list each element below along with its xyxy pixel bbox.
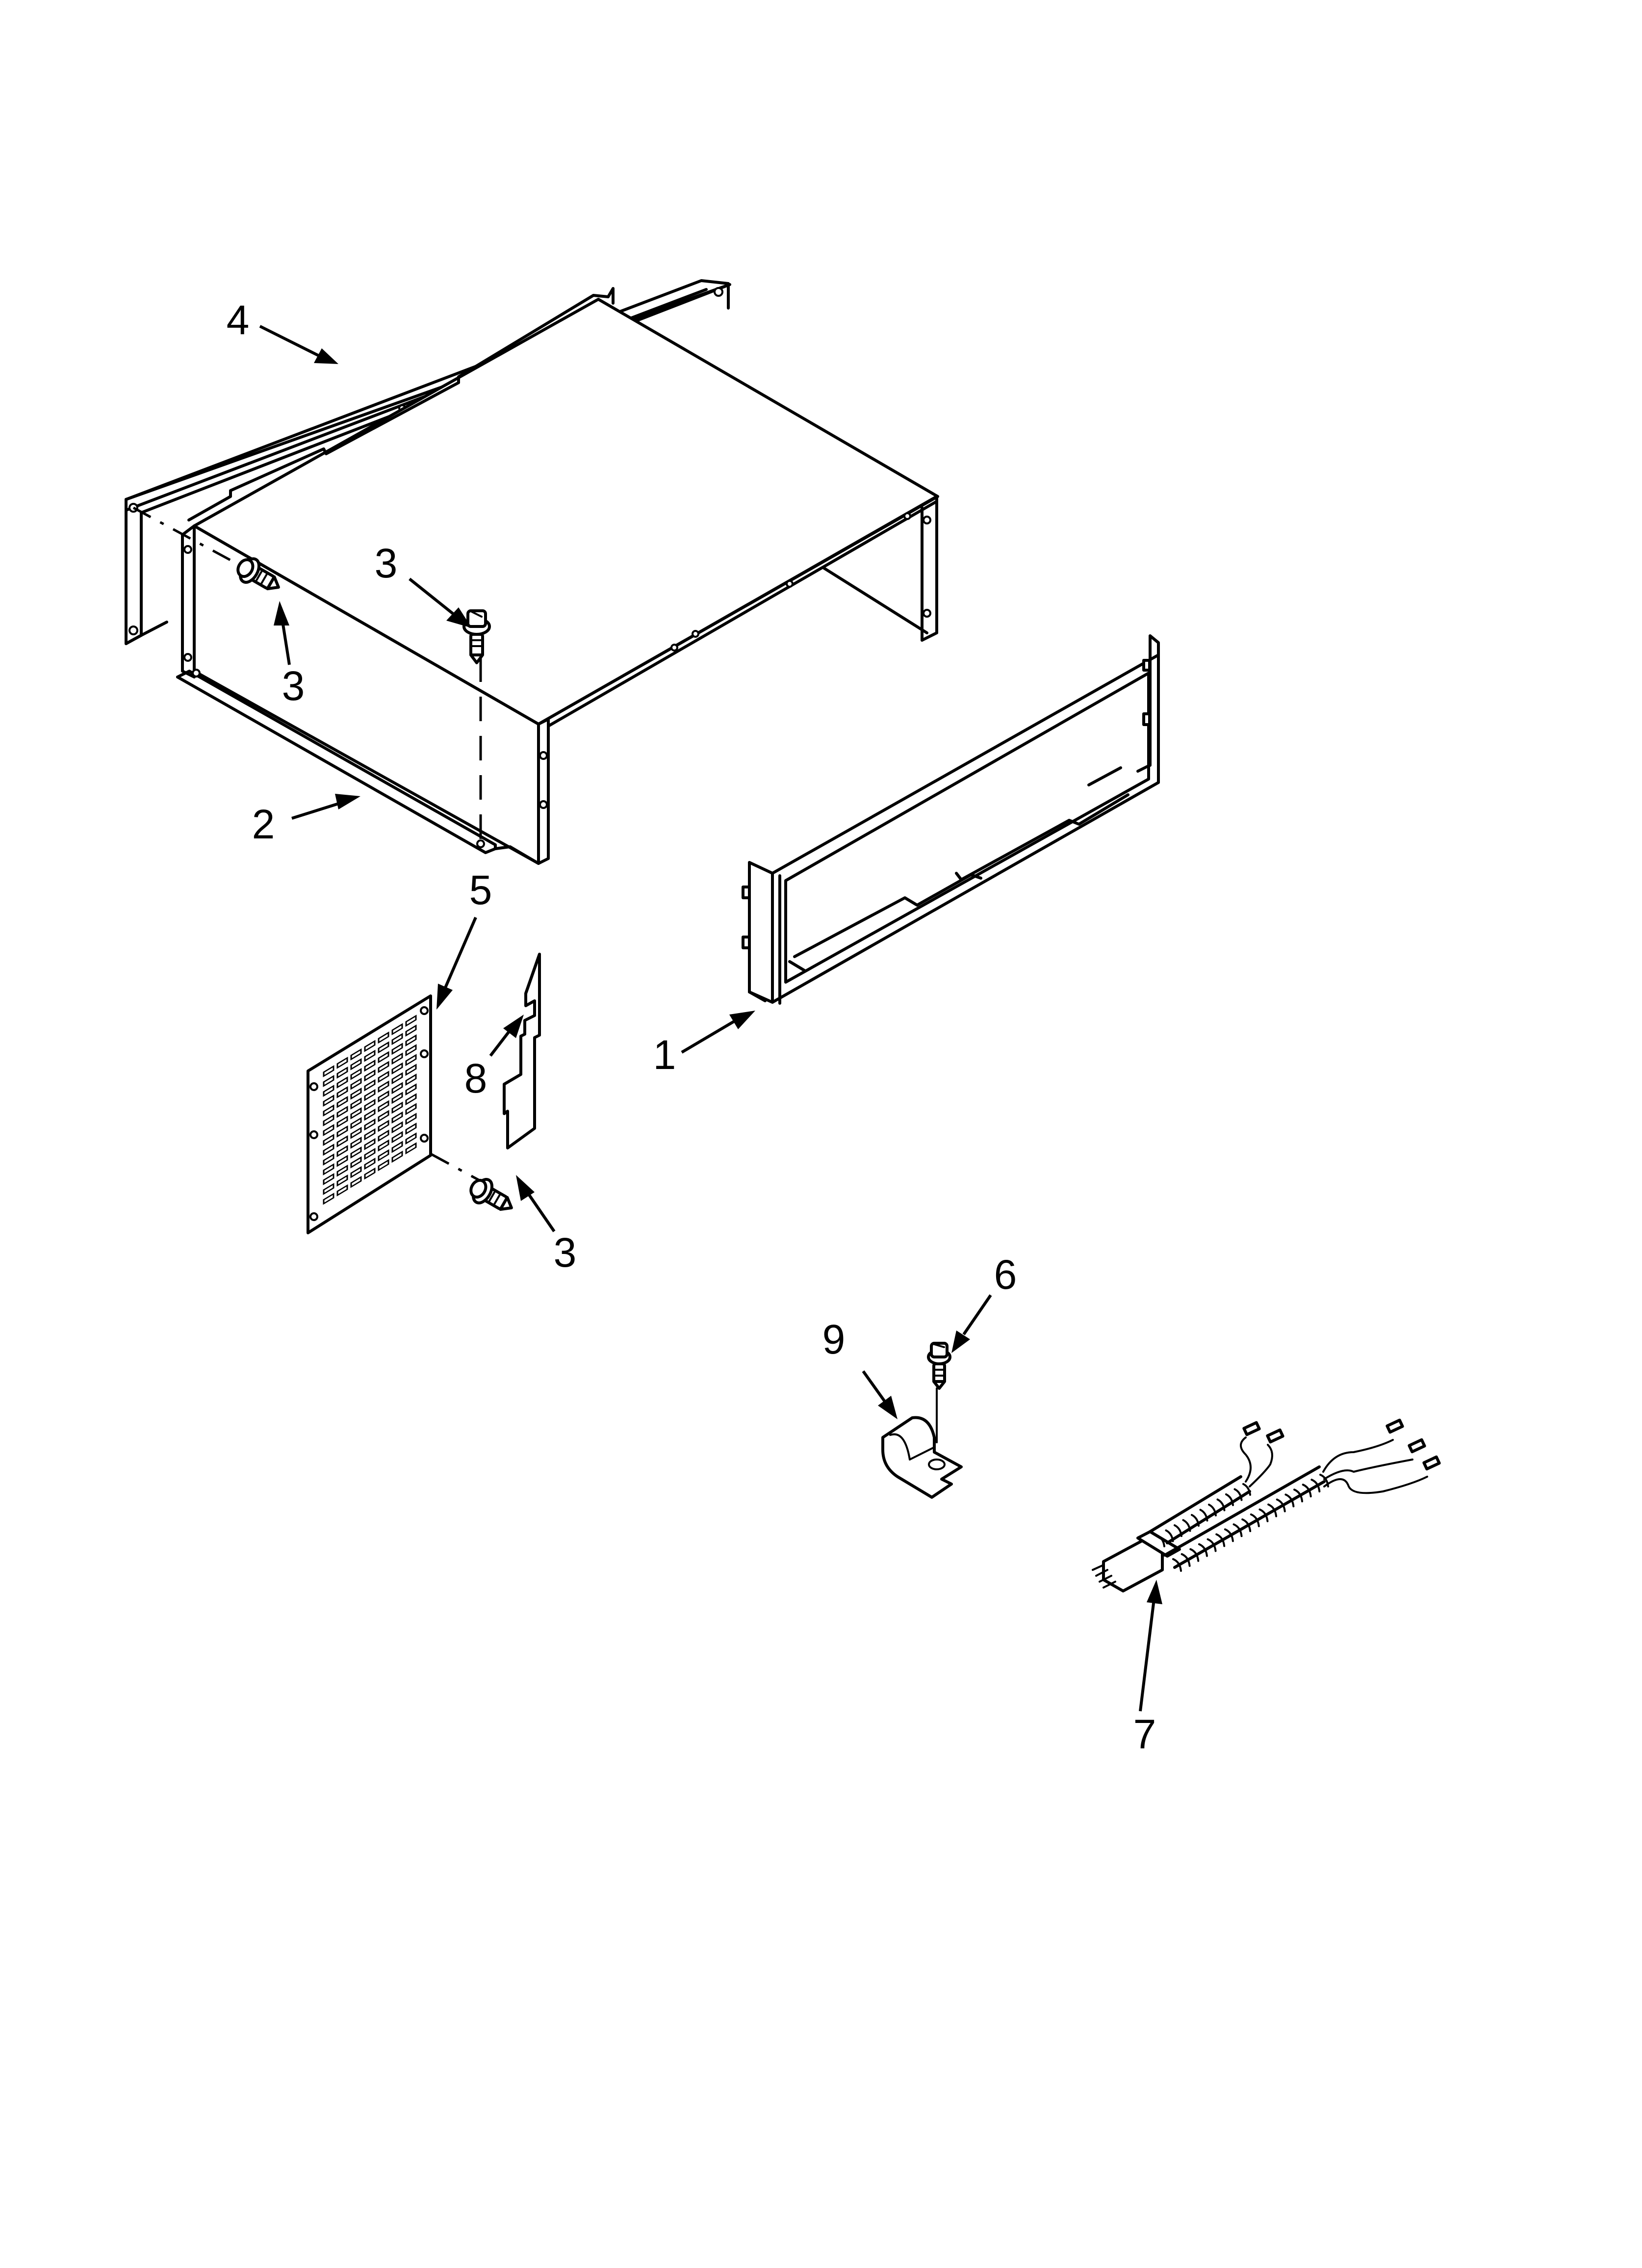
callout-4: 4 <box>226 297 250 343</box>
sleeve-ribs <box>1156 1474 1329 1572</box>
screw-icon-3a <box>236 557 280 591</box>
part-5-grille-panel <box>307 994 432 1234</box>
callout-7: 7 <box>1133 1711 1156 1757</box>
assembly-lines <box>132 506 938 1443</box>
screw-icon-3c <box>469 1178 513 1211</box>
callout-5: 5 <box>469 867 492 913</box>
screw-icon-3b <box>462 609 491 664</box>
callout-1: 1 <box>653 1032 676 1078</box>
part-8-insulation-pad <box>503 953 541 1149</box>
callout-3-bottom: 3 <box>553 1229 577 1276</box>
callout-2: 2 <box>252 801 275 847</box>
callout-8: 8 <box>464 1055 487 1101</box>
leader-arrows <box>259 325 1162 1712</box>
callout-6: 6 <box>994 1251 1017 1298</box>
callout-3-left: 3 <box>282 663 305 709</box>
callout-3-top: 3 <box>374 540 398 586</box>
grille-slots <box>323 1015 417 1205</box>
callout-9: 9 <box>822 1316 846 1362</box>
part-1-front-trim <box>742 634 1160 1005</box>
screw-icon-6 <box>927 1342 951 1390</box>
part-2-housing <box>176 287 939 865</box>
part-9-cable-clamp <box>881 1416 963 1499</box>
part-7-wire-harness <box>1092 1418 1441 1592</box>
